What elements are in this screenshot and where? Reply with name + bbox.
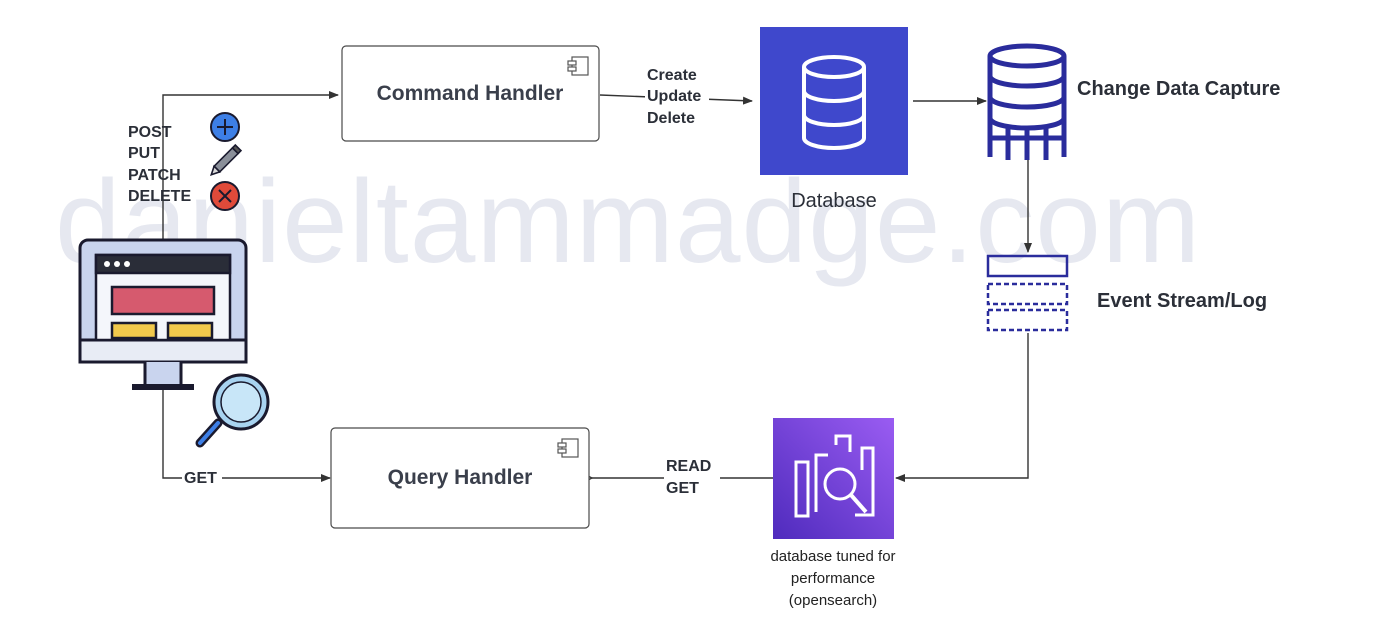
database-node: Database xyxy=(760,27,908,212)
command-handler: Command Handler xyxy=(341,45,600,142)
op-update: Update xyxy=(647,88,701,105)
op-get: GET xyxy=(666,480,699,497)
change-data-capture-node: Change Data Capture xyxy=(987,43,1280,160)
write-methods: POST PUT PATCH DELETE xyxy=(128,124,191,205)
command-handler-label: Command Handler xyxy=(377,82,564,105)
component-icon xyxy=(557,438,579,458)
op-read: READ xyxy=(666,458,711,475)
readdb-label-line2: performance xyxy=(791,570,875,587)
database-label: Database xyxy=(791,190,877,212)
read-ops: READ GET xyxy=(664,458,720,497)
get-label: GET xyxy=(184,470,217,487)
edge-client-to-command xyxy=(162,91,339,240)
query-handler: Query Handler xyxy=(330,427,590,529)
readdb-label-line1: database tuned for xyxy=(770,548,895,565)
method-patch: PATCH xyxy=(128,167,181,184)
component-icon xyxy=(567,56,589,76)
op-create: Create xyxy=(647,67,697,84)
edge-client-to-query xyxy=(162,390,331,482)
method-put: PUT xyxy=(128,145,160,162)
opensearch-tile xyxy=(773,418,894,539)
plus-circle-icon xyxy=(210,112,240,142)
readdb-label-line3: (opensearch) xyxy=(789,592,877,609)
change-data-capture-label: Change Data Capture xyxy=(1077,78,1280,100)
database-stack-icon xyxy=(987,43,1067,160)
event-stream-node: Event Stream/Log xyxy=(986,254,1267,332)
opensearch-icon xyxy=(794,434,875,518)
opensearch-node: database tuned for performance (opensear… xyxy=(770,418,896,609)
event-stream-label: Event Stream/Log xyxy=(1097,290,1267,312)
database-icon xyxy=(802,55,866,150)
stream-queue-icon xyxy=(986,254,1069,332)
method-delete: DELETE xyxy=(128,188,191,205)
op-delete: Delete xyxy=(647,110,695,127)
db-ops: Create Update Delete xyxy=(645,67,709,127)
magnifier-icon xyxy=(195,373,270,448)
method-post: POST xyxy=(128,124,172,141)
monitor-icon xyxy=(78,238,248,390)
query-handler-label: Query Handler xyxy=(388,466,533,489)
edge-stream-to-readdb xyxy=(895,333,1029,482)
pencil-icon xyxy=(210,143,243,176)
close-circle-icon xyxy=(210,181,240,211)
